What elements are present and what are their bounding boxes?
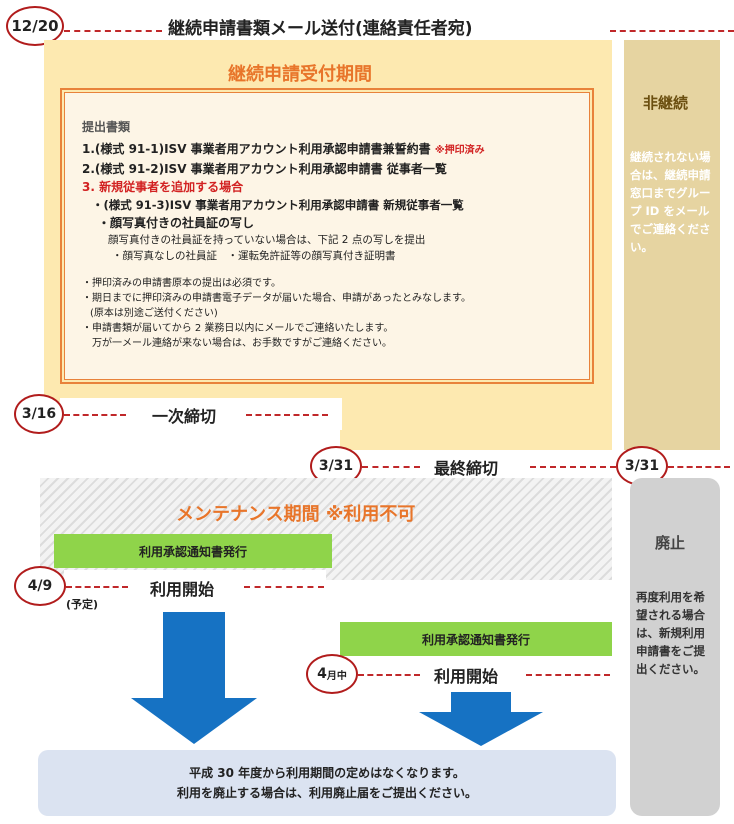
documents-heading: 提出書類 — [82, 120, 131, 134]
date-circle-1220: 12/20 — [6, 6, 64, 46]
application-period-panel-lower — [340, 400, 612, 450]
abolish-title: 廃止 — [655, 534, 686, 552]
date-circle-0409: 4/9 — [14, 566, 66, 606]
non-continuation-panel — [624, 40, 720, 450]
timeline-dash — [244, 586, 324, 588]
document-item-3-sub3: 顔写真付きの社員証を持っていない場合は、下記 2 点の写しを提出 — [108, 234, 426, 246]
documents-box — [60, 88, 594, 384]
document-item-3-sub1: ・(様式 91-3)ISV 事業者用アカウント利用承認申請書 新規従事者一覧 — [92, 198, 464, 212]
maintenance-title: メンテナンス期間 ※利用不可 — [176, 504, 416, 525]
arrow-down-icon — [131, 698, 257, 744]
bottom-line-1: 平成 30 年度から利用期間の定めはなくなります。 — [189, 766, 465, 780]
document-item-3-sub2: ・顔写真付きの社員証の写し — [98, 216, 255, 230]
timeline-dash — [64, 414, 126, 416]
timeline-dash — [358, 674, 420, 676]
approval-notice-2: 利用承認通知書発行 — [340, 622, 612, 656]
non-continuation-title: 非継続 — [643, 94, 689, 112]
note-1: ・押印済みの申請書原本の提出は必須です。 — [82, 278, 281, 289]
documents-list: 提出書類 1.(様式 91-1)ISV 事業者用アカウント利用承認申請書兼誓約書… — [82, 118, 582, 351]
bottom-info-box: 平成 30 年度から利用期間の定めはなくなります。 利用を廃止する場合は、利用廃… — [38, 750, 616, 816]
stamped-note: ※押印済み — [434, 145, 485, 156]
final-deadline-label: 最終締切 — [434, 459, 499, 478]
start2-label: 利用開始 — [434, 667, 499, 686]
non-continuation-text: 継続されない場合は、継続申請窓口までグループ ID をメールでご連絡ください。 — [630, 150, 711, 254]
timeline-dash — [66, 586, 128, 588]
document-item-3: 3. 新規従事者を追加する場合 — [82, 180, 244, 194]
mail-send-title: 継続申請書類メール送付(連絡責任者宛) — [168, 19, 473, 39]
timeline-dash — [64, 30, 162, 32]
approval-notice-1: 利用承認通知書発行 — [54, 534, 332, 568]
arrow-shaft-2 — [451, 692, 511, 712]
date-circle-0316: 3/16 — [14, 394, 64, 434]
document-item-1: 1.(様式 91-1)ISV 事業者用アカウント利用承認申請書兼誓約書 ※押印済… — [82, 142, 485, 156]
timeline-dash — [246, 414, 328, 416]
timeline-dash — [530, 466, 616, 468]
arrow-down-icon — [419, 712, 543, 746]
note-2: ・期日までに押印済みの申請書電子データが届いた場合、申請があったとみなします。 — [82, 293, 471, 304]
start1-label: 利用開始 — [150, 580, 215, 599]
application-period-title: 継続申請受付期間 — [228, 64, 372, 85]
document-item-3-sub4: ・顔写真なしの社員証 ・運転免許証等の顔写真付き証明書 — [112, 250, 396, 262]
timeline-dash — [362, 466, 420, 468]
abolish-panel — [630, 478, 720, 816]
timeline-dash — [610, 30, 734, 32]
first-deadline-label: 一次締切 — [152, 407, 217, 426]
note-3: (原本は別途ご送付ください) — [90, 308, 218, 319]
arrow-shaft-1 — [163, 612, 225, 698]
document-item-2: 2.(様式 91-2)ISV 事業者用アカウント利用承認申請書 従事者一覧 — [82, 162, 447, 176]
bottom-line-2: 利用を廃止する場合は、利用廃止届をご提出ください。 — [176, 786, 477, 800]
date-text: 12/20 — [11, 17, 59, 35]
timeline-dash — [526, 674, 610, 676]
start1-note: (予定) — [66, 598, 99, 611]
timeline-dash — [668, 466, 730, 468]
note-4: ・申請書類が届いてから 2 業務日以内にメールでご連絡いたします。 — [82, 323, 394, 334]
abolish-text: 再度利用を希望される場合は、新規利用申請書をご提出ください。 — [636, 590, 705, 676]
note-5: 万が一メール連絡が来ない場合は、お手数ですがご連絡ください。 — [92, 338, 392, 349]
